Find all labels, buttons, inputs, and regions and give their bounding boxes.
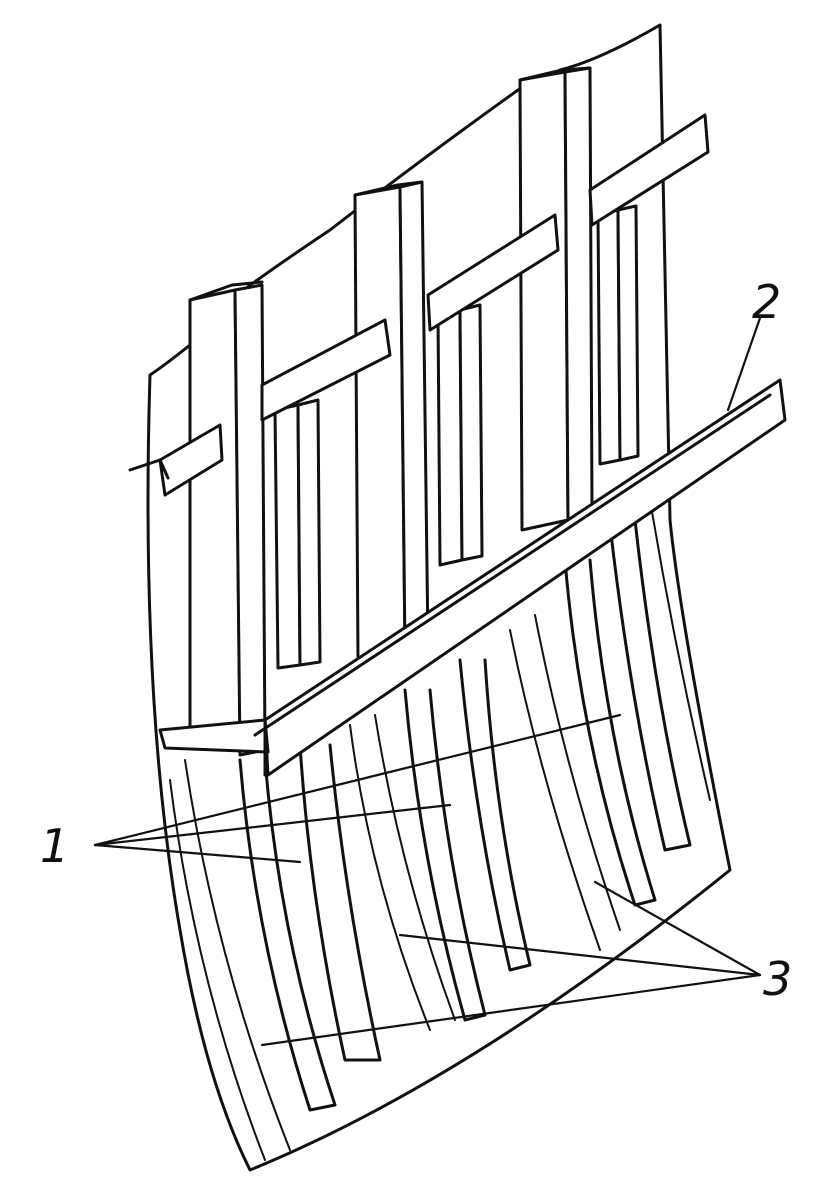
leader-lines xyxy=(93,316,762,1047)
callout-3: 3 xyxy=(763,952,792,1006)
leader-1b xyxy=(93,803,452,847)
callout-1: 1 xyxy=(40,819,69,873)
leader-1a xyxy=(93,713,622,847)
vertical-web-frames xyxy=(188,66,594,757)
callout-2: 2 xyxy=(752,275,781,329)
leader-3a xyxy=(593,880,762,977)
curved-frames xyxy=(169,499,711,1161)
leader-2 xyxy=(726,316,762,412)
leader-3c xyxy=(260,973,762,1047)
main-girder xyxy=(158,378,787,777)
leader-1c xyxy=(93,843,302,864)
upper-stringers xyxy=(128,113,710,497)
shell-plating-outline xyxy=(146,23,732,1172)
intermediate-stiffeners xyxy=(273,204,640,670)
leader-3b xyxy=(398,933,762,977)
